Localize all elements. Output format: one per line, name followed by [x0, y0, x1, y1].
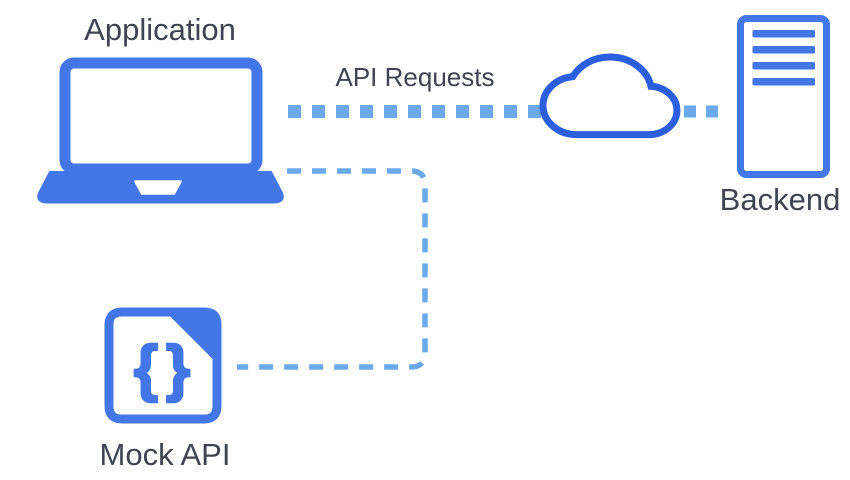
file-fold-corner — [168, 307, 222, 361]
laptop-icon — [37, 57, 284, 204]
braces-glyph: {} — [134, 334, 198, 403]
json-file-icon: {} — [104, 307, 222, 424]
laptop-screen — [59, 57, 263, 175]
backend-label: Backend — [719, 182, 841, 217]
server-slot — [752, 78, 815, 86]
server-slot — [752, 62, 815, 70]
laptop-notch — [134, 180, 182, 195]
server-slot — [752, 46, 815, 54]
server-slot — [752, 30, 815, 38]
application-label: Application — [84, 12, 236, 47]
server-icon — [737, 15, 830, 178]
cloud-icon — [543, 57, 677, 135]
server-body — [737, 15, 830, 178]
file-body — [104, 307, 222, 424]
dashed-connector — [237, 168, 428, 370]
cloud-outline — [543, 57, 677, 135]
mock-api-label: Mock API — [99, 437, 231, 472]
api-requests-label: API Requests — [335, 62, 495, 92]
